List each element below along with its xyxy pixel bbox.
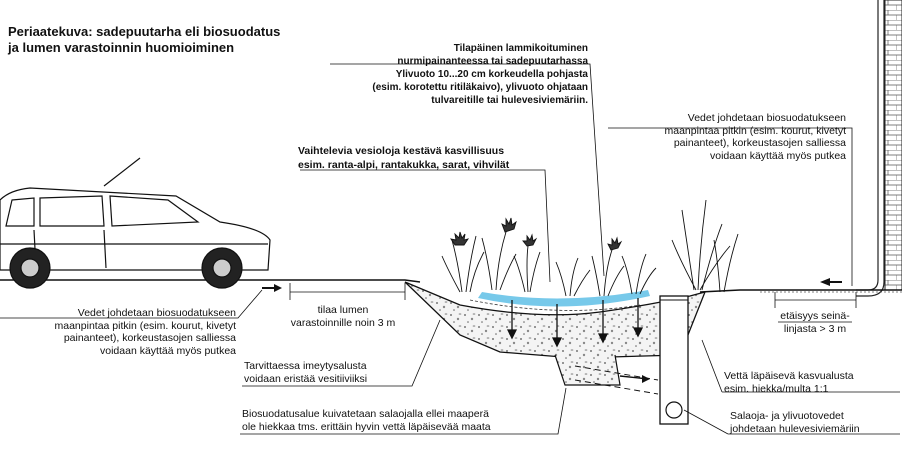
ponding-water [478, 290, 650, 307]
drain-label: Biosuodatusalue kuivatetaan salaojalla e… [242, 408, 491, 433]
downspout [856, 0, 885, 297]
building-wall [884, 0, 902, 291]
car [0, 157, 271, 289]
ponding-label: Tilapäinen lammikoituminen nurmipainante… [372, 43, 588, 106]
diagram-title-line-1: Periaatekuva: sadepuutarha eli biosuodat… [8, 24, 281, 39]
overflow-well [659, 295, 689, 425]
infiltration-arrows [506, 298, 644, 348]
snow-space-label: tilaa lumen varastoinnille noin 3 m [290, 304, 396, 329]
ground-line [0, 279, 902, 293]
dimension-wall [774, 292, 857, 308]
plants-label: Vaihtelevia vesioloja kestävä kasvillisu… [298, 145, 510, 171]
inflow-right-label: Vedet johdetaan biosuodatukseen maanpint… [664, 112, 847, 162]
diagram-title-line-2: ja lumen varastoinnin huomioiminen [8, 40, 235, 55]
inflow-arrow-right [820, 278, 842, 286]
leader-lines [0, 63, 900, 435]
inflow-arrow-left [262, 284, 282, 292]
plants [441, 199, 739, 297]
dimension-snow [289, 283, 406, 300]
biofiltration-basin [404, 281, 707, 386]
infiltration-label: Tarvittaessa imeytysalusta voidaan erist… [244, 360, 368, 385]
outlet-label: Salaoja- ja ylivuotovedet johdetaan hule… [730, 410, 860, 435]
inflow-left-label: Vedet johdetaan biosuodatukseen maanpint… [54, 307, 237, 357]
growing-medium-label: Vettä läpäisevä kasvualusta esim. hiekka… [724, 370, 854, 395]
drain-pipe [574, 365, 659, 395]
wall-distance-label: etäisyys seinä- linjasta > 3 m [780, 310, 850, 335]
